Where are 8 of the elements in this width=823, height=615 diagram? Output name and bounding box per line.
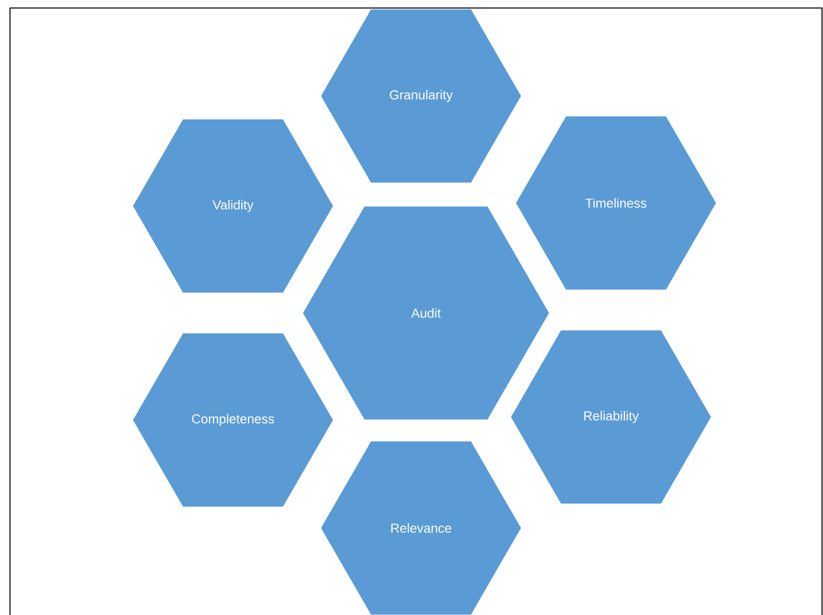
hexagon: Audit <box>303 206 549 420</box>
hexagon: Reliability <box>511 330 711 504</box>
hexagon: Relevance <box>321 441 521 615</box>
hexagon: Validity <box>133 119 333 293</box>
hexagon: Timeliness <box>516 116 716 290</box>
hexagon: Completeness <box>133 333 333 507</box>
node-label: Audit <box>411 308 441 318</box>
hexagon: Granularity <box>321 9 521 183</box>
